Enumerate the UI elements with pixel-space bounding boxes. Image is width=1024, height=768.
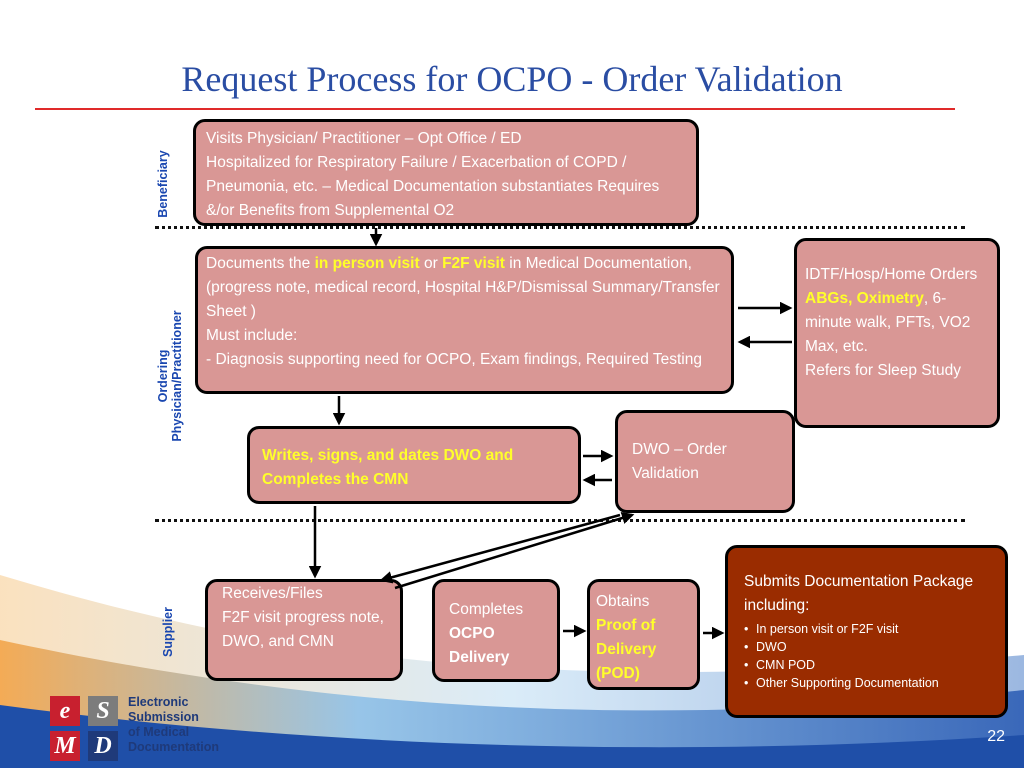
list-item: CMN POD <box>744 656 995 674</box>
f2f-visit-highlight: F2F visit <box>442 255 505 272</box>
receives-line2: F2F visit progress note, DWO, and CMN <box>222 609 384 650</box>
completes-delivery-box: Completes OCPO Delivery <box>432 579 560 682</box>
documents-text-part2: or <box>419 255 443 272</box>
obtains-line1: Obtains <box>596 593 650 610</box>
esmd-logo: e S M D Electronic Submission of Medical… <box>50 694 230 764</box>
documents-text-part1: Documents the <box>206 255 315 272</box>
diagnosis-dash: - <box>206 351 216 368</box>
title-underline <box>35 108 955 110</box>
logo-tile-m: M <box>50 731 80 761</box>
idtf-text-part1: IDTF/Hosp/Home Orders <box>805 266 978 283</box>
submits-title: Submits Documentation Package including: <box>744 573 974 614</box>
idtf-text-part2: , 6-minute walk, PFTs, VO2 Max, etc. <box>805 290 971 355</box>
visit-line1: Visits Physician/ Practitioner – Opt Off… <box>206 130 522 147</box>
writes-dwo-box: Writes, signs, and dates DWO and Complet… <box>247 426 581 504</box>
list-item: Other Supporting Documentation <box>744 674 995 692</box>
visit-line2: Hospitalized for Respiratory Failure / E… <box>206 154 660 219</box>
documents-text: Documents the in person visit or F2F vis… <box>206 252 723 324</box>
logo-text: Electronic Submission of Medical Documen… <box>128 695 238 755</box>
abgs-oximetry-highlight: ABGs, Oximetry <box>805 290 924 307</box>
lane-divider-bottom <box>155 519 965 522</box>
obtains-pod-box: Obtains Proof of Delivery (POD) <box>587 579 700 690</box>
completes-line2: OCPO Delivery <box>449 625 510 666</box>
lane-divider-top <box>155 226 965 229</box>
submits-package-box: Submits Documentation Package including:… <box>725 545 1008 718</box>
logo-line2: Submission <box>128 710 199 724</box>
logo-line3: of Medical <box>128 725 190 739</box>
in-person-visit-highlight: in person visit <box>314 255 420 272</box>
arrow-receives-to-dwo <box>394 511 635 590</box>
arrow-dwo-to-receives <box>379 513 621 584</box>
completes-line1: Completes <box>449 601 524 618</box>
dwo-validation-text: DWO – Order Validation <box>632 441 727 482</box>
slide-title: Request Process for OCPO - Order Validat… <box>181 59 843 99</box>
logo-line1: Electronic <box>128 695 189 709</box>
logo-tile-s: S <box>88 696 118 726</box>
idtf-orders-box: IDTF/Hosp/Home Orders ABGs, Oximetry, 6-… <box>794 238 1000 428</box>
logo-line4: Documentation <box>128 740 219 754</box>
dwo-validation-box: DWO – Order Validation <box>615 410 795 513</box>
diagnosis-item: - Diagnosis supporting need for OCPO, Ex… <box>206 348 723 372</box>
list-item: DWO <box>744 638 995 656</box>
idtf-text: IDTF/Hosp/Home Orders ABGs, Oximetry, 6-… <box>805 263 989 359</box>
submits-list: In person visit or F2F visit DWO CMN POD… <box>744 620 995 692</box>
list-item: In person visit or F2F visit <box>744 620 995 638</box>
proof-of-delivery-highlight: Proof of Delivery (POD) <box>596 617 657 682</box>
writes-dwo-text: Writes, signs, and dates DWO and Complet… <box>262 447 514 488</box>
receives-line1: Receives/Files <box>222 585 323 602</box>
diagnosis-text: Diagnosis supporting need for OCPO, Exam… <box>215 351 702 368</box>
sleep-study-text: Refers for Sleep Study <box>805 362 961 379</box>
logo-tile-e: e <box>50 696 80 726</box>
page-number: 22 <box>987 728 1005 745</box>
documents-text-part3: in Medical Documentation, (progress note… <box>206 255 720 320</box>
must-include-label: Must include: <box>206 327 298 344</box>
documents-box: Documents the in person visit or F2F vis… <box>195 246 734 394</box>
visit-physician-box: Visits Physician/ Practitioner – Opt Off… <box>193 119 699 226</box>
receives-files-box: Receives/Files F2F visit progress note, … <box>205 579 403 681</box>
logo-tile-d: D <box>88 731 118 761</box>
